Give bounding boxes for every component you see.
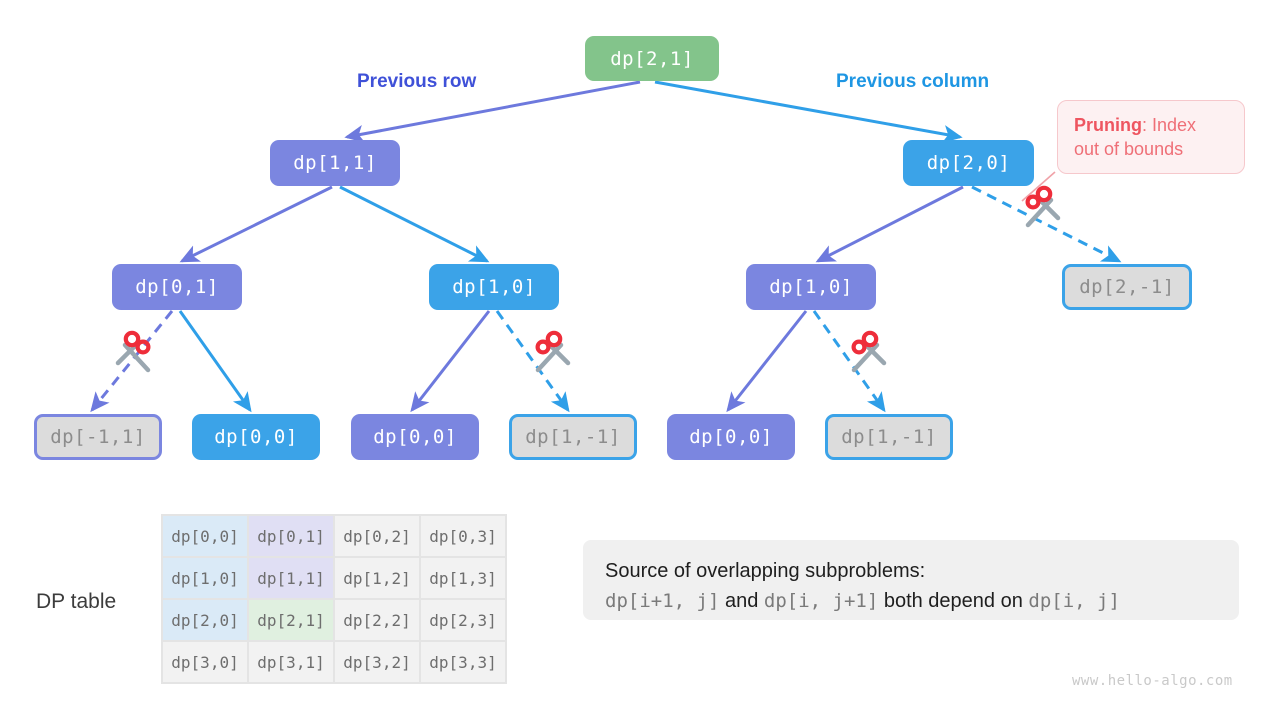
pruning-callout: Pruning: Index out of bounds [1057, 100, 1245, 174]
edge-dp11-to-dp10 [339, 185, 490, 263]
dp-table-cell: dp[1,2] [335, 558, 419, 598]
note-mid-2: both depend on [878, 590, 1029, 612]
tree-node-label: dp[1,0] [769, 276, 853, 298]
note-mid-1: and [719, 590, 764, 612]
tree-node-l3c: dp[0,0] [351, 414, 479, 460]
edge-dp11-to-dp01 [179, 185, 333, 263]
pruning-callout-line2: out of bounds [1074, 139, 1184, 160]
tree-node-label: dp[2,0] [926, 152, 1011, 174]
pruning-callout-strong: Pruning [1074, 115, 1142, 135]
tree-node-label: dp[1,-1] [841, 426, 937, 448]
dp-table-cell: dp[1,3] [421, 558, 505, 598]
dp-table-row: dp[2,0]dp[2,1]dp[2,2]dp[2,3] [163, 600, 505, 640]
scissors-icon-prune-dp2m1 [1018, 185, 1064, 231]
tree-node-l1a: dp[1,1] [270, 140, 400, 186]
tree-node-label: dp[0,1] [135, 276, 219, 298]
note-code-2: dp[i, j+1] [763, 590, 879, 612]
scissors-icon-prune-dp1m1-left [528, 330, 574, 376]
dp-table: dp[0,0]dp[0,1]dp[0,2]dp[0,3]dp[1,0]dp[1,… [161, 514, 507, 684]
tree-node-l1b: dp[2,0] [903, 140, 1034, 186]
scissors-icon-prune-dpm11 [112, 330, 158, 376]
tree-node-l2c: dp[1,0] [746, 264, 876, 310]
tree-node-l3a: dp[-1,1] [34, 414, 162, 460]
tree-node-label: dp[1,-1] [525, 426, 621, 448]
tree-node-label: dp[2,1] [610, 47, 694, 70]
dp-table-cell: dp[3,3] [421, 642, 505, 682]
tree-node-label: dp[1,0] [452, 276, 536, 298]
edge-dp10b-to-dp00 [726, 310, 808, 413]
dp-table-cell: dp[2,1] [249, 600, 333, 640]
edge-dp20-to-dp10 [815, 185, 964, 263]
dp-table-caption: DP table [36, 590, 117, 613]
tree-node-label: dp[1,1] [293, 152, 377, 174]
dp-table-cell: dp[0,0] [163, 516, 247, 556]
tree-node-l3d: dp[1,-1] [509, 414, 637, 460]
tree-node-l2a: dp[0,1] [112, 264, 242, 310]
dp-table-cell: dp[2,0] [163, 600, 247, 640]
dp-table-cell: dp[2,3] [421, 600, 505, 640]
tree-node-label: dp[0,0] [689, 426, 773, 448]
edge-dp01-to-dp00 [178, 310, 252, 413]
note-code-3: dp[i, j] [1028, 590, 1120, 612]
dp-table-cell: dp[3,2] [335, 642, 419, 682]
note-line1: Source of overlapping subproblems: [605, 560, 926, 582]
dp-table-cell: dp[3,1] [249, 642, 333, 682]
edge-label-purple: Previous row [357, 71, 477, 92]
dp-table-row: dp[1,0]dp[1,1]dp[1,2]dp[1,3] [163, 558, 505, 598]
pruning-callout-rest: : Index [1142, 115, 1197, 135]
dp-table-cell: dp[1,1] [249, 558, 333, 598]
tree-node-root: dp[2,1] [585, 36, 719, 81]
tree-node-label: dp[0,0] [214, 426, 298, 448]
edge-label-blue: Previous column [836, 71, 990, 92]
tree-node-label: dp[-1,1] [50, 426, 146, 448]
tree-node-l3f: dp[1,-1] [825, 414, 953, 460]
note-line2: dp[i+1, j] and dp[i, j+1] both depend on… [605, 586, 1217, 616]
watermark: www.hello-algo.com [1072, 673, 1233, 689]
tree-node-l2d: dp[2,-1] [1062, 264, 1192, 310]
dp-table-row: dp[3,0]dp[3,1]dp[3,2]dp[3,3] [163, 642, 505, 682]
scissors-icon-prune-dp1m1-right [844, 330, 890, 376]
tree-node-l3e: dp[0,0] [667, 414, 795, 460]
tree-node-l2b: dp[1,0] [429, 264, 559, 310]
overlapping-subproblems-note: Source of overlapping subproblems: dp[i+… [583, 540, 1239, 620]
dp-table-cell: dp[3,0] [163, 642, 247, 682]
dp-table-cell: dp[2,2] [335, 600, 419, 640]
edge-dp10a-to-dp00 [410, 310, 491, 413]
dp-table-cell: dp[1,0] [163, 558, 247, 598]
note-code-1: dp[i+1, j] [605, 590, 720, 612]
tree-node-label: dp[2,-1] [1079, 276, 1175, 298]
tree-node-label: dp[0,0] [373, 426, 457, 448]
dp-table-cell: dp[0,3] [421, 516, 505, 556]
dp-table-row: dp[0,0]dp[0,1]dp[0,2]dp[0,3] [163, 516, 505, 556]
dp-table-cell: dp[0,1] [249, 516, 333, 556]
dp-table-cell: dp[0,2] [335, 516, 419, 556]
tree-node-l3b: dp[0,0] [192, 414, 320, 460]
